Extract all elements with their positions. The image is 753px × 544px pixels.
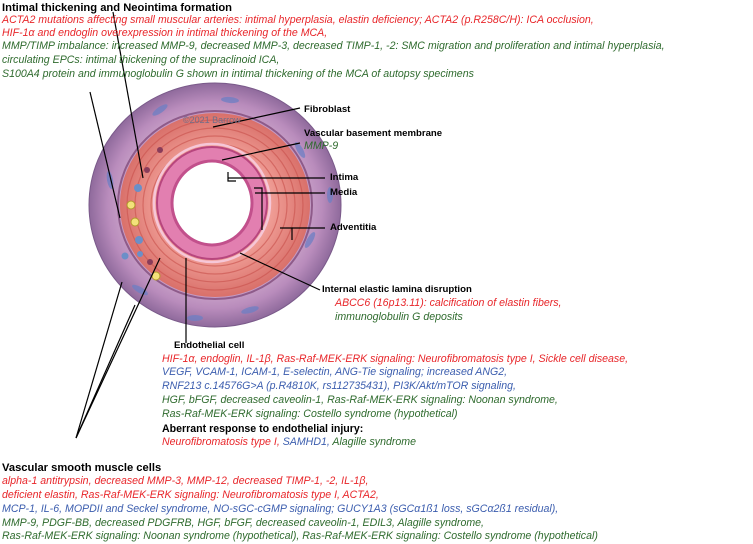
vsmc-line-2: deficient elastin, Ras-Raf-MEK-ERK signa… bbox=[2, 489, 379, 501]
intimal-line-3: MMP/TIMP imbalance: increased MMP-9, dec… bbox=[2, 40, 665, 52]
pointer-lines bbox=[75, 11, 325, 439]
vsmc-title: Vascular smooth muscle cells bbox=[2, 462, 162, 474]
endothelial-line-2: VEGF, VCAM-1, ICAM-1, E-selectin, ANG-Ti… bbox=[162, 366, 508, 378]
intimal-line-4: circulating EPCs: intimal thickening of … bbox=[2, 54, 280, 66]
intimal-line-5: S100A4 protein and immunoglobulin G show… bbox=[2, 68, 474, 80]
aberrant-blue: SAMHD1, bbox=[282, 436, 330, 448]
label-adventitia: Adventitia bbox=[330, 222, 377, 233]
label-intima: Intima bbox=[330, 172, 359, 183]
aberrant-red: Neurofibromatosis type I, bbox=[162, 436, 280, 448]
label-internal-elastic-lamina: Internal elastic lamina disruption bbox=[322, 284, 472, 295]
internal-elastic-lamina bbox=[152, 142, 272, 264]
aberrant-green: Alagille syndrome bbox=[332, 436, 416, 448]
label-iel-green: immunoglobulin G deposits bbox=[335, 311, 463, 323]
vsmc-line-3: MCP-1, IL-6, MOPDII and Seckel syndrome,… bbox=[2, 503, 559, 515]
fibroblast-cells bbox=[106, 96, 333, 321]
label-fibroblast: Fibroblast bbox=[304, 104, 351, 115]
label-vbm-note: MMP-9 bbox=[304, 140, 339, 152]
endothelial-line-1: HIF-1α, endoglin, IL-1β, Ras-Raf-MEK-ERK… bbox=[162, 353, 629, 365]
vsmc-line-5: Ras-Raf-MEK-ERK signaling: Noonan syndro… bbox=[2, 530, 598, 542]
label-iel-red: ABCC6 (16p13.11): calcification of elast… bbox=[335, 297, 562, 309]
vsmc-line-1: alpha-1 antitrypsin, decreased MMP-3, MM… bbox=[2, 475, 369, 487]
endothelial-line-4: HGF, bFGF, decreased caveolin-1, Ras-Raf… bbox=[162, 394, 558, 406]
basement-membrane bbox=[117, 110, 313, 300]
intimal-line-1: ACTA2 mutations affecting small muscular… bbox=[2, 14, 594, 26]
label-media: Media bbox=[330, 187, 358, 198]
media-cells bbox=[121, 147, 163, 281]
endothelial-cell-title: Endothelial cell bbox=[174, 340, 245, 351]
vsmc-line-4: MMP-9, PDGF-BB, decreased PDGFRB, HGF, b… bbox=[2, 517, 484, 529]
aberrant-response-line: Neurofibromatosis type I, SAMHD1, Alagil… bbox=[162, 436, 416, 449]
intimal-line-2: HIF-1α and endoglin overexpression in in… bbox=[2, 27, 328, 39]
endothelial-line-5: Ras-Raf-MEK-ERK signaling: Costello synd… bbox=[162, 408, 458, 420]
endothelial-line-3: RNF213 c.14576G>A (p.R4810K, rs112735431… bbox=[162, 380, 517, 392]
smooth-muscle-fibers bbox=[126, 119, 304, 291]
vessel-lumen bbox=[170, 159, 254, 247]
label-vascular-basement-membrane: Vascular basement membrane bbox=[304, 128, 443, 139]
copyright-text: ©2021 Barrow bbox=[183, 115, 241, 125]
aberrant-response-title: Aberrant response to endothelial injury: bbox=[162, 423, 364, 435]
intimal-thickening-title: Intimal thickening and Neointima formati… bbox=[2, 2, 232, 14]
